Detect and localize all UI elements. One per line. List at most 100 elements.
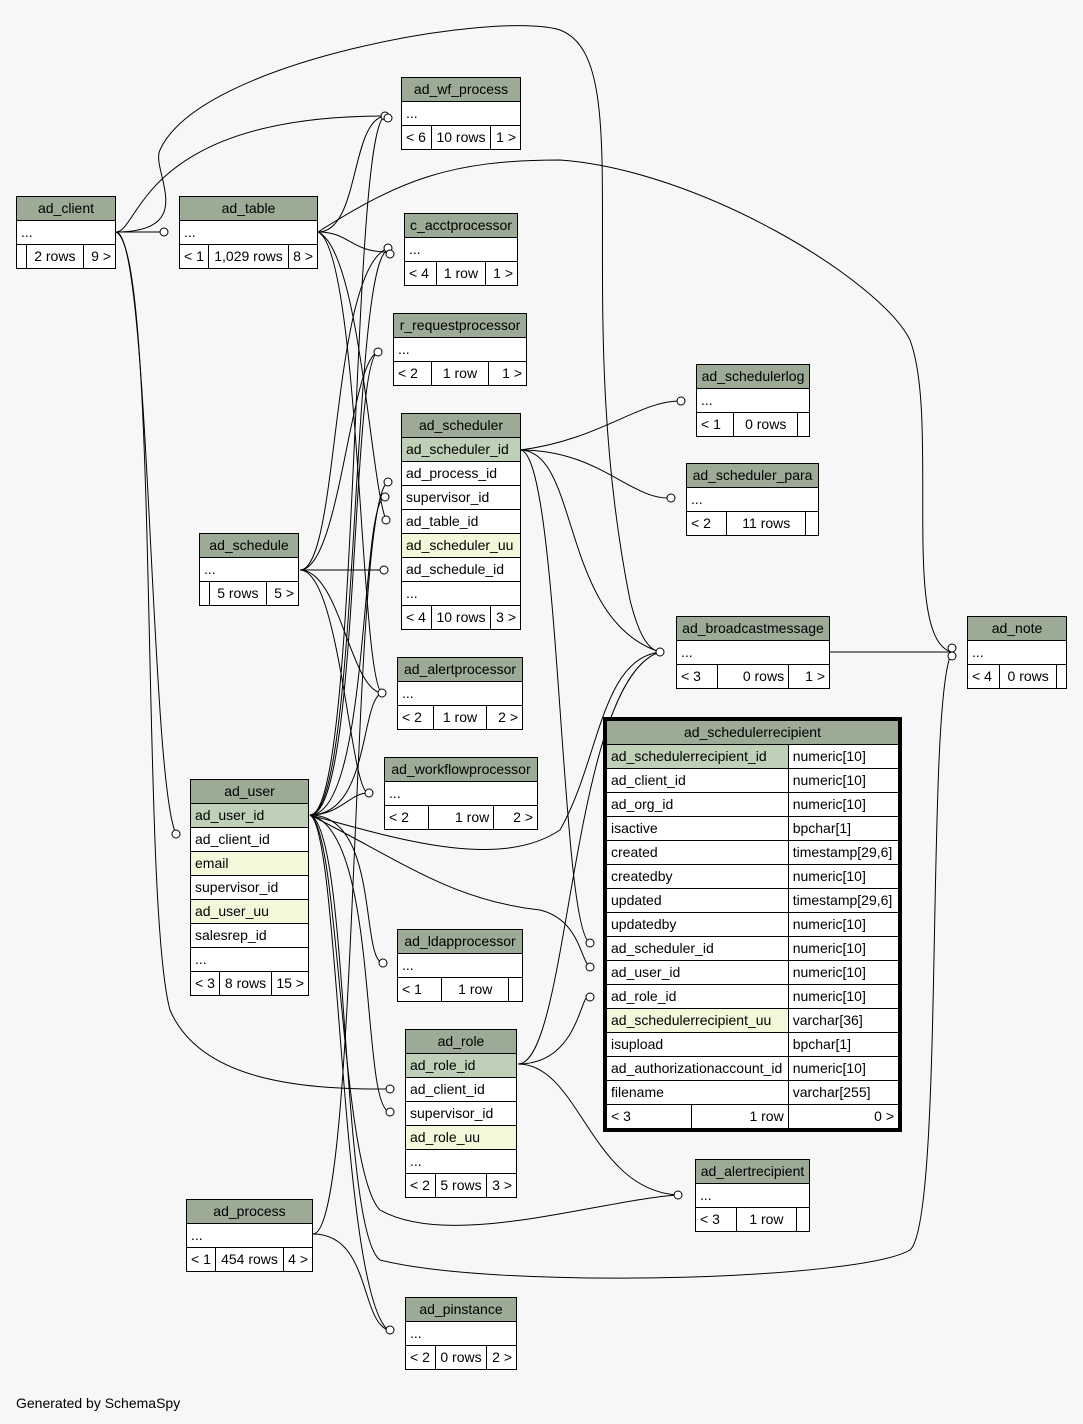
column-row: ... xyxy=(179,220,318,245)
parents-count: < 3 xyxy=(676,664,718,689)
row-count: 1 row xyxy=(691,1104,789,1131)
column-type: timestamp[29,6] xyxy=(787,888,901,913)
column-name: ad_authorizationaccount_id xyxy=(604,1056,789,1081)
column-ad-user-id: ad_user_id xyxy=(190,803,309,828)
parents-count: < 1 xyxy=(178,244,210,269)
column-row: ... xyxy=(393,337,527,362)
table-ad-schedulerrecipient[interactable]: ad_schedulerrecipient ad_schedulerrecipi… xyxy=(603,717,902,1132)
column-ad-table-id: ad_table_id xyxy=(401,509,521,534)
row-count: 0 rows xyxy=(732,412,799,437)
column-ad-user-uu: ad_user_uu xyxy=(190,899,309,924)
column-name: createdby xyxy=(604,864,789,889)
column-salesrep-id: salesrep_id xyxy=(190,923,309,948)
table-title: ad_ldapprocessor xyxy=(397,929,523,954)
children-count: 0 > xyxy=(787,1104,901,1131)
parents-count: < 1 xyxy=(396,977,443,1002)
column-name: ad_org_id xyxy=(604,792,789,817)
row-count: 1 row xyxy=(427,805,495,830)
column-supervisor-id: supervisor_id xyxy=(190,875,309,900)
table-title: ad_pinstance xyxy=(405,1297,517,1322)
parents-count: < 4 xyxy=(401,605,432,630)
parents-count: < 1 xyxy=(185,1247,217,1272)
row-count: 5 rows xyxy=(209,581,267,606)
table-title: r_requestprocessor xyxy=(393,313,527,338)
table-title: ad_schedulerrecipient xyxy=(604,718,901,745)
row-count: 0 rows xyxy=(716,664,790,689)
column-row: ... xyxy=(397,953,523,978)
column-type: numeric[10] xyxy=(787,936,901,961)
column-type: varchar[36] xyxy=(787,1008,901,1033)
children-count: 8 > xyxy=(287,244,319,269)
column-row: ... xyxy=(397,681,523,706)
parents-count: < 3 xyxy=(695,1207,737,1232)
column-more: ... xyxy=(405,1149,517,1174)
row-count: 8 rows xyxy=(219,971,272,996)
column-name: updated xyxy=(604,888,789,913)
table-title: ad_scheduler_para xyxy=(686,463,819,488)
column-row: ... xyxy=(384,781,538,806)
table-ad-scheduler[interactable]: ad_scheduler ad_scheduler_id ad_process_… xyxy=(401,413,521,630)
row-count: 0 rows xyxy=(434,1345,488,1370)
parents-count: < 4 xyxy=(403,261,438,286)
children-count: 15 > xyxy=(270,971,310,996)
column-type: bpchar[1] xyxy=(787,1032,901,1057)
row-count: 0 rows xyxy=(999,664,1057,689)
children-count: 3 > xyxy=(486,1173,517,1198)
column-row: ... xyxy=(696,388,810,413)
column-email: email xyxy=(190,851,309,876)
column-row: ... xyxy=(686,487,819,512)
table-title: ad_schedule xyxy=(199,533,299,558)
row-count: 1 row xyxy=(436,261,486,286)
parents-count: < 1 xyxy=(696,412,734,437)
table-title: ad_role xyxy=(405,1029,517,1054)
row-count: 10 rows xyxy=(430,605,492,630)
column-row: ... xyxy=(186,1223,313,1248)
parents-count: < 2 xyxy=(405,1173,436,1198)
children-count xyxy=(805,511,819,536)
generated-by-footer: Generated by SchemaSpy xyxy=(16,1395,181,1411)
children-count xyxy=(797,412,810,437)
row-count: 1,029 rows xyxy=(208,244,289,269)
table-title: ad_user xyxy=(190,779,309,804)
row-count: 1 row xyxy=(735,1207,798,1232)
table-title: c_acctprocessor xyxy=(404,213,518,238)
table-ad-user[interactable]: ad_user ad_user_id ad_client_id email su… xyxy=(189,779,310,996)
parents-count: < 6 xyxy=(401,125,432,150)
column-type: numeric[10] xyxy=(787,768,901,793)
children-count: 5 > xyxy=(265,581,300,606)
column-row: ... xyxy=(967,640,1067,665)
column-type: numeric[10] xyxy=(787,960,901,985)
table-ad-role[interactable]: ad_role ad_role_id ad_client_id supervis… xyxy=(405,1029,517,1198)
column-ad-role-id: ad_role_id xyxy=(405,1053,517,1078)
column-name: isupload xyxy=(604,1032,789,1057)
table-title: ad_process xyxy=(186,1199,313,1224)
column-type: numeric[10] xyxy=(787,744,901,769)
column-ad-client-id: ad_client_id xyxy=(190,827,309,852)
column-row: ... xyxy=(16,220,116,245)
column-more: ... xyxy=(401,581,521,606)
column-ad-process-id: ad_process_id xyxy=(401,461,521,486)
table-title: ad_alertrecipient xyxy=(695,1159,810,1184)
children-count: 3 > xyxy=(490,605,521,630)
table-title: ad_scheduler xyxy=(401,413,521,438)
parents-count: < 2 xyxy=(405,1345,436,1370)
column-name: ad_client_id xyxy=(604,768,789,793)
row-count: 5 rows xyxy=(434,1173,488,1198)
